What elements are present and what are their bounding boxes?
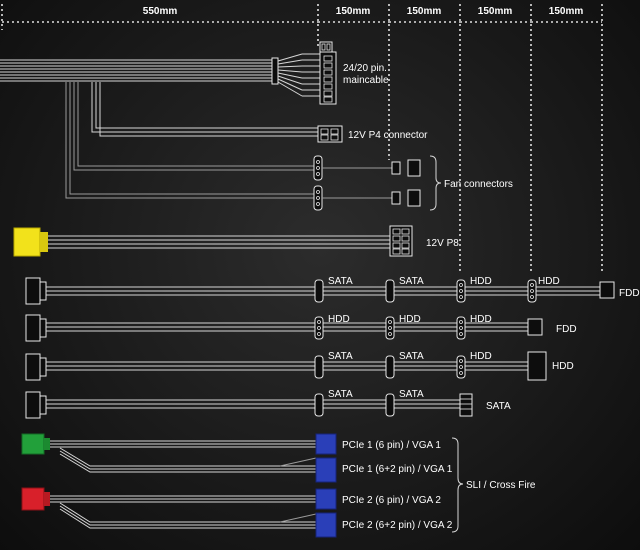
p4-cable: 12V P4 connector — [91, 82, 428, 143]
pcie-cable-2: PCIe 2 (6 pin) / VGA 2 PCIe 2 (6+2 pin) … — [21, 487, 453, 538]
row4-label-2: SATA — [399, 389, 424, 400]
row2-label-2: HDD — [399, 314, 421, 325]
row2-label-1: HDD — [328, 314, 350, 325]
p8-cable: 12V P8 — [13, 225, 459, 257]
pcie1-6pin-label: PCIe 1 (6 pin) / VGA 1 — [342, 440, 441, 451]
vga2-6pin-connector — [315, 488, 337, 510]
row1-label-4: HDD — [538, 276, 560, 287]
segment-label-150-d: 150mm — [549, 6, 584, 17]
p8-label: 12V P8 — [426, 238, 459, 249]
fan-connector-1 — [391, 161, 401, 175]
vga1-6pin-connector — [315, 433, 337, 455]
segment-label-150-b: 150mm — [407, 6, 442, 17]
fan-molex-1 — [313, 155, 323, 181]
peripheral-cable-3: SATA SATA HDD HDD — [25, 351, 574, 381]
vga2-8pin-connector — [315, 512, 337, 538]
p4-connector — [317, 125, 343, 143]
p8-source-connector — [13, 227, 41, 257]
length-header: 550mm 150mm 150mm 150mm 150mm — [1, 4, 603, 272]
fan-label: Fan connectors — [444, 179, 513, 190]
fan-molex-2 — [313, 185, 323, 211]
p8-connector — [389, 225, 413, 257]
segment-label-550: 550mm — [143, 6, 178, 17]
row4-label-1: SATA — [328, 389, 353, 400]
row4-label-3: SATA — [486, 401, 511, 412]
pcie2-source-connector — [21, 487, 45, 511]
segment-label-150-c: 150mm — [478, 6, 513, 17]
vga1-8pin-connector — [315, 457, 337, 483]
peripheral-cable-2: HDD HDD HDD FDD — [25, 314, 577, 342]
segment-label-150-a: 150mm — [336, 6, 371, 17]
row3-label-2: SATA — [399, 351, 424, 362]
row1-label-2: SATA — [399, 276, 424, 287]
main-cable: 24/20 pin. maincable — [0, 41, 389, 105]
atx-4pin-extension — [319, 41, 333, 53]
fan-connector-2 — [391, 191, 401, 205]
pcie1-8pin-label: PCIe 1 (6+2 pin) / VGA 1 — [342, 464, 453, 475]
fan-connector-1-female — [407, 159, 421, 177]
row1-label-1: SATA — [328, 276, 353, 287]
sli-label: SLI / Cross Fire — [466, 480, 536, 491]
main-cable-label-line2: maincable — [343, 75, 389, 86]
pcie2-8pin-label: PCIe 2 (6+2 pin) / VGA 2 — [342, 520, 453, 531]
pcie-cable-1: PCIe 1 (6 pin) / VGA 1 PCIe 1 (6+2 pin) … — [21, 433, 453, 483]
row1-label-3: HDD — [470, 276, 492, 287]
fan-cables: Fan connectors — [65, 82, 513, 211]
pcie1-source-connector — [21, 433, 45, 455]
peripheral-cable-1: SATA SATA HDD HDD FDD — [25, 276, 640, 305]
main-cable-label-line1: 24/20 pin. — [343, 63, 387, 74]
row3-label-1: SATA — [328, 351, 353, 362]
row3-label-4: HDD — [552, 361, 574, 372]
row3-label-3: HDD — [470, 351, 492, 362]
sli-group: SLI / Cross Fire — [451, 437, 536, 533]
pcie2-6pin-label: PCIe 2 (6 pin) / VGA 2 — [342, 495, 441, 506]
peripheral-cable-4: SATA SATA SATA — [25, 389, 511, 419]
p4-label: 12V P4 connector — [348, 130, 428, 141]
row2-label-3: HDD — [470, 314, 492, 325]
row2-label-4: FDD — [556, 324, 577, 335]
fan-connector-2-female — [407, 189, 421, 207]
row1-label-5: FDD — [619, 288, 640, 299]
